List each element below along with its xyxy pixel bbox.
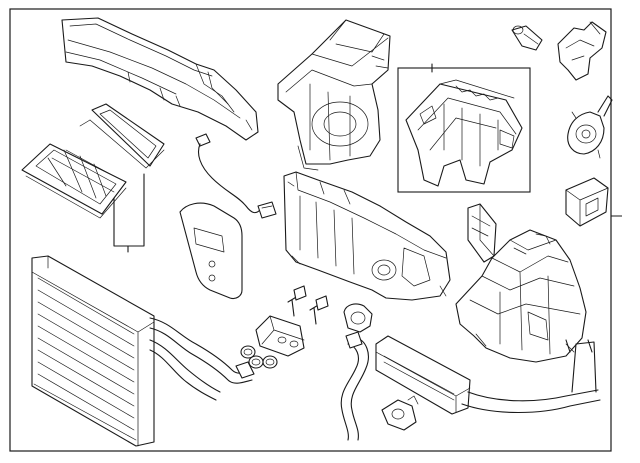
drain-hose xyxy=(340,331,369,441)
hvac-case-assembly xyxy=(455,229,587,363)
recirc-actuator xyxy=(565,177,609,227)
control-module xyxy=(179,202,243,300)
evaporator-case xyxy=(283,171,451,301)
wiring-harness xyxy=(195,133,277,219)
expansion-valve xyxy=(461,339,601,413)
o-rings xyxy=(240,345,278,369)
diagram-frame xyxy=(9,8,612,452)
cabin-air-filter xyxy=(21,143,127,219)
clip xyxy=(343,303,373,333)
blower-resistor xyxy=(255,315,305,357)
mode-actuator xyxy=(557,21,607,81)
duct-connector xyxy=(511,25,543,51)
heater-core-pipes xyxy=(149,317,255,401)
blend-door-actuator xyxy=(567,95,613,159)
evaporator-core xyxy=(375,335,471,415)
cowl-duct xyxy=(61,17,259,141)
heater-core xyxy=(31,255,155,447)
bracket xyxy=(113,173,145,253)
cabin-air-filter-cover xyxy=(79,103,165,169)
valve xyxy=(381,395,419,431)
temperature-sensor xyxy=(467,203,497,263)
screws xyxy=(287,285,329,325)
inset-mode-door-assembly xyxy=(397,63,531,193)
blower-housing xyxy=(277,19,391,171)
